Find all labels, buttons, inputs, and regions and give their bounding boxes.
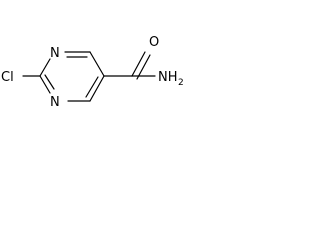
atom-label-n-upper: N [50,46,60,61]
atom-labels: Cl N N O NH 2 [1,35,184,110]
bond-c5-c6 [89,75,105,102]
bond-carbonyl-o [131,51,146,77]
bond-c4-c5 [89,51,105,77]
atom-label-nh: NH [158,70,178,85]
chemical-structure-diagram: Cl N N O NH 2 [0,0,210,134]
atom-label-subscript-2: 2 [178,78,184,88]
bond-n-lower-c2 [39,75,51,94]
bond-c5-c6-double [85,76,99,98]
bond-carbonyl-o-double [136,54,151,80]
structure-svg: Cl N N O NH 2 [1,35,184,110]
atom-label-o: O [149,35,159,50]
bond-c2-n-upper [39,58,51,77]
bond-n-lower-c2-double [44,74,55,90]
atom-label-cl: Cl [1,70,14,85]
atom-label-n-lower: N [50,95,60,110]
bonds [22,51,156,102]
